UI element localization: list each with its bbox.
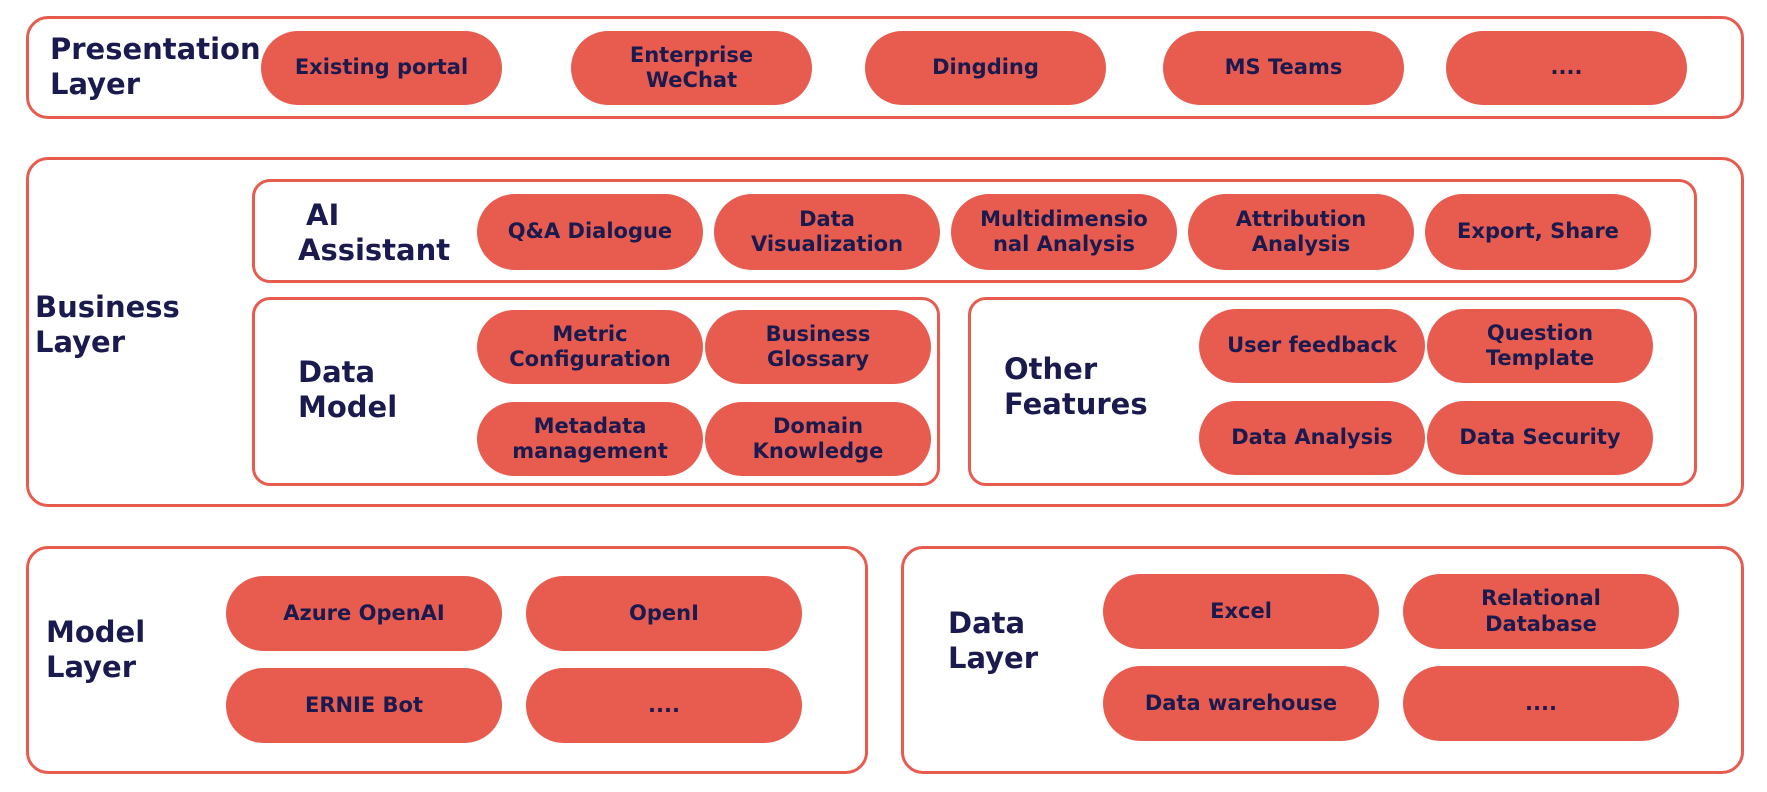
pill-ms-teams: MS Teams <box>1163 31 1404 105</box>
pill-dingding: Dingding <box>865 31 1106 105</box>
model-layer-label: Model Layer <box>46 615 146 685</box>
pill-ernie-bot: ERNIE Bot <box>226 668 502 743</box>
data-layer-label: Data Layer <box>948 606 1039 676</box>
pill-presentation-more: .... <box>1446 31 1687 105</box>
pill-data-analysis: Data Analysis <box>1199 401 1425 475</box>
pill-user-feedback: User feedback <box>1199 309 1425 383</box>
pill-export-share: Export, Share <box>1425 194 1651 270</box>
pill-azure-openai: Azure OpenAI <box>226 576 502 651</box>
business-layer-label: Business Layer <box>35 290 180 360</box>
pill-data-more: .... <box>1403 666 1679 741</box>
presentation-layer-label: Presentation Layer <box>50 32 261 102</box>
pill-excel: Excel <box>1103 574 1379 649</box>
pill-data-security: Data Security <box>1427 401 1653 475</box>
pill-model-more: .... <box>526 668 802 743</box>
data-model-label: Data Model <box>298 355 398 425</box>
other-features-label: Other Features <box>1004 352 1148 422</box>
pill-data-warehouse: Data warehouse <box>1103 666 1379 741</box>
pill-existing-portal: Existing portal <box>261 31 502 105</box>
pill-qa-dialogue: Q&A Dialogue <box>477 194 703 270</box>
pill-openi: OpenI <box>526 576 802 651</box>
ai-assistant-label: AI Assistant <box>298 198 451 268</box>
